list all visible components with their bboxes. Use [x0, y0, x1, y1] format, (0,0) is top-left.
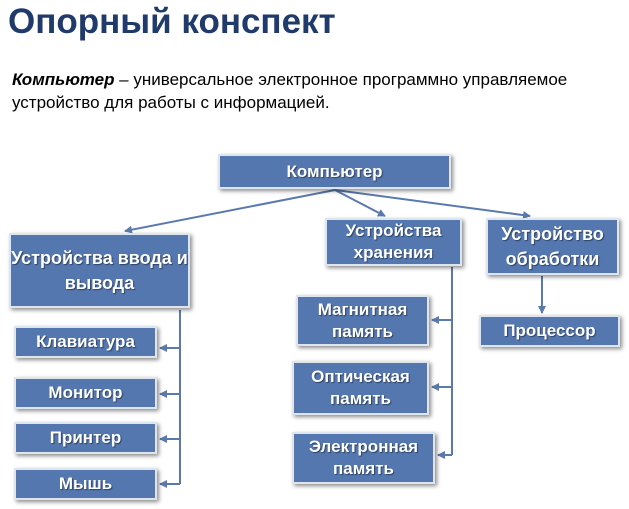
definition-body: – универсальное электронное программно у…: [12, 70, 568, 112]
node-processing-device: Устройство обработки: [486, 218, 619, 275]
node-io-devices: Устройства ввода и вывода: [9, 233, 190, 308]
node-storage-devices: Устройства хранения: [325, 218, 462, 266]
definition-term: Компьютер: [12, 70, 115, 89]
connector-root-storage: [334, 189, 386, 217]
node-optical-memory: Оптическая память: [292, 361, 429, 415]
node-mouse: Мышь: [14, 468, 157, 500]
node-keyboard: Клавиатура: [14, 326, 157, 358]
connector-root-io: [124, 189, 336, 234]
connector-root-processing: [334, 189, 531, 220]
page-title: Опорный конспект: [8, 2, 336, 41]
node-printer: Принтер: [14, 422, 157, 454]
node-magnetic-memory: Магнитная память: [296, 295, 429, 346]
definition-text: Компьютер – универсальное электронное пр…: [12, 68, 612, 114]
node-computer: Компьютер: [218, 154, 451, 189]
node-processor: Процессор: [479, 315, 620, 347]
node-electronic-memory: Электронная память: [292, 432, 435, 484]
node-monitor: Монитор: [14, 377, 157, 409]
